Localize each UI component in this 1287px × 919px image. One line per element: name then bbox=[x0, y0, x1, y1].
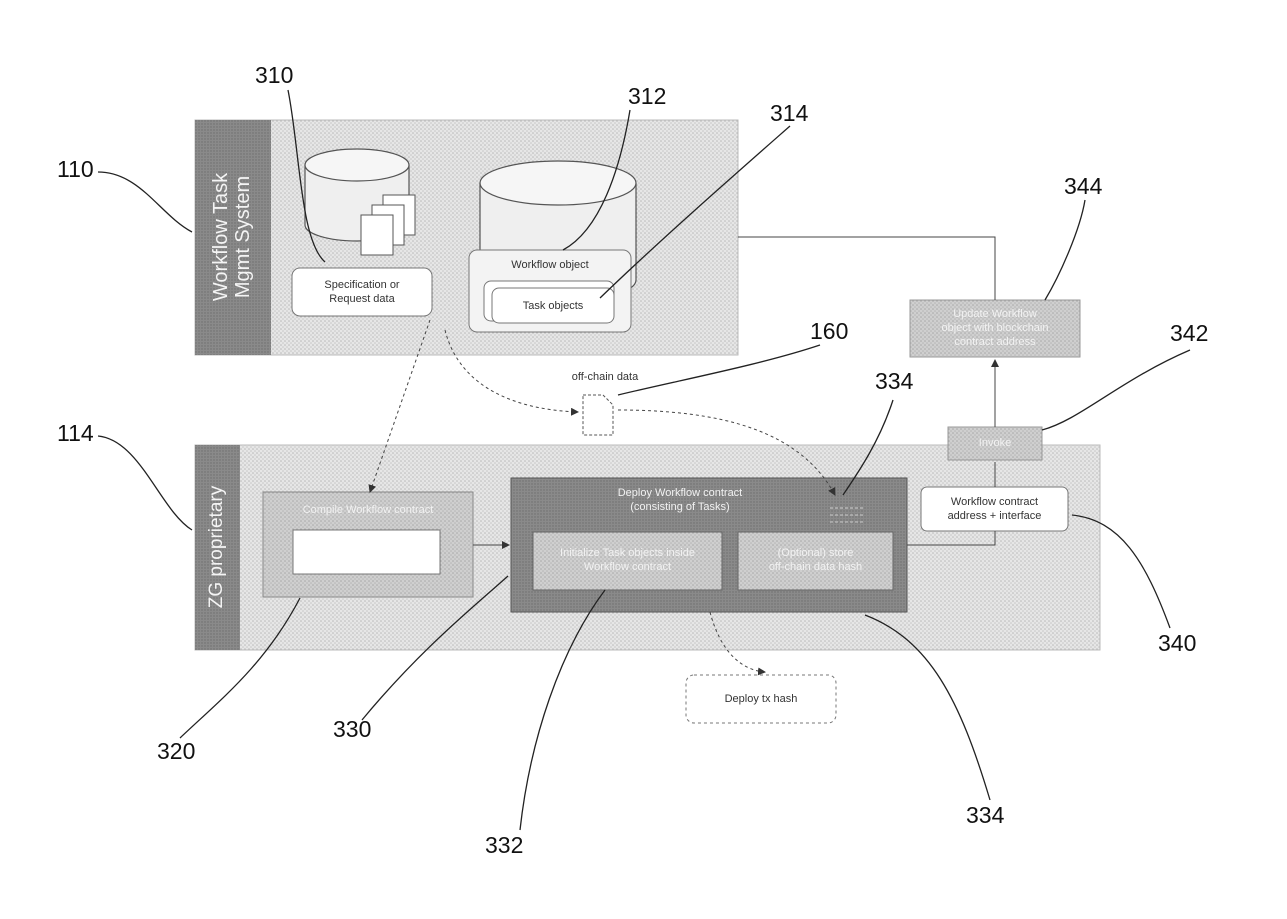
initialize-label: Initialize Task objects inside Workflow … bbox=[533, 546, 722, 574]
compile-label: Compile Workflow contract bbox=[263, 503, 473, 517]
ref-314: 314 bbox=[770, 100, 808, 127]
workflow-system-title-line1: Workflow Task bbox=[210, 142, 232, 332]
task-objects-label: Task objects bbox=[492, 299, 614, 313]
spec-request-line1: Specification or bbox=[292, 278, 432, 292]
ref-110: 110 bbox=[57, 156, 94, 183]
deploy-line2: (consisting of Tasks) bbox=[560, 500, 800, 514]
optional-store-line1: (Optional) store bbox=[738, 546, 893, 560]
workflow-system-title: Workflow Task Mgmt System bbox=[210, 142, 254, 332]
ref-330: 330 bbox=[333, 716, 371, 743]
ref-320: 320 bbox=[157, 738, 195, 765]
spec-request-line2: Request data bbox=[292, 292, 432, 306]
deploy-label: Deploy Workflow contract (consisting of … bbox=[560, 486, 800, 514]
workflow-contract-line2: address + interface bbox=[921, 509, 1068, 523]
offchain-data-icon bbox=[583, 395, 613, 435]
zg-system-title: ZG proprietary bbox=[206, 467, 228, 627]
spec-request-label: Specification or Request data bbox=[292, 278, 432, 306]
invoke-label: Invoke bbox=[948, 436, 1042, 450]
ref-332: 332 bbox=[485, 832, 523, 859]
ref-344: 344 bbox=[1064, 173, 1102, 200]
workflow-contract-label: Workflow contract address + interface bbox=[921, 495, 1068, 523]
update-workflow-line3: contract address bbox=[910, 335, 1080, 349]
offchain-data-label: off-chain data bbox=[545, 370, 665, 384]
workflow-contract-line1: Workflow contract bbox=[921, 495, 1068, 509]
ref-340: 340 bbox=[1158, 630, 1196, 657]
workflow-system-panel bbox=[195, 120, 738, 355]
deploy-tx-label: Deploy tx hash bbox=[686, 692, 836, 706]
optional-store-line2: off-chain data hash bbox=[738, 560, 893, 574]
ref-334-top: 334 bbox=[875, 368, 913, 395]
optional-store-label: (Optional) store off-chain data hash bbox=[738, 546, 893, 574]
update-workflow-line2: object with blockchain bbox=[910, 321, 1080, 335]
initialize-line2: Workflow contract bbox=[533, 560, 722, 574]
initialize-line1: Initialize Task objects inside bbox=[533, 546, 722, 560]
ref-310: 310 bbox=[255, 62, 293, 89]
ref-334-bottom: 334 bbox=[966, 802, 1004, 829]
ref-160: 160 bbox=[810, 318, 848, 345]
compile-output-box bbox=[293, 530, 440, 574]
workflow-system-title-line2: Mgmt System bbox=[232, 142, 254, 332]
update-workflow-line1: Update Workflow bbox=[910, 307, 1080, 321]
deploy-line1: Deploy Workflow contract bbox=[560, 486, 800, 500]
ref-114: 114 bbox=[57, 420, 94, 447]
ref-342: 342 bbox=[1170, 320, 1208, 347]
workflow-object-label: Workflow object bbox=[469, 258, 631, 272]
update-workflow-label: Update Workflow object with blockchain c… bbox=[910, 307, 1080, 349]
ref-312: 312 bbox=[628, 83, 666, 110]
